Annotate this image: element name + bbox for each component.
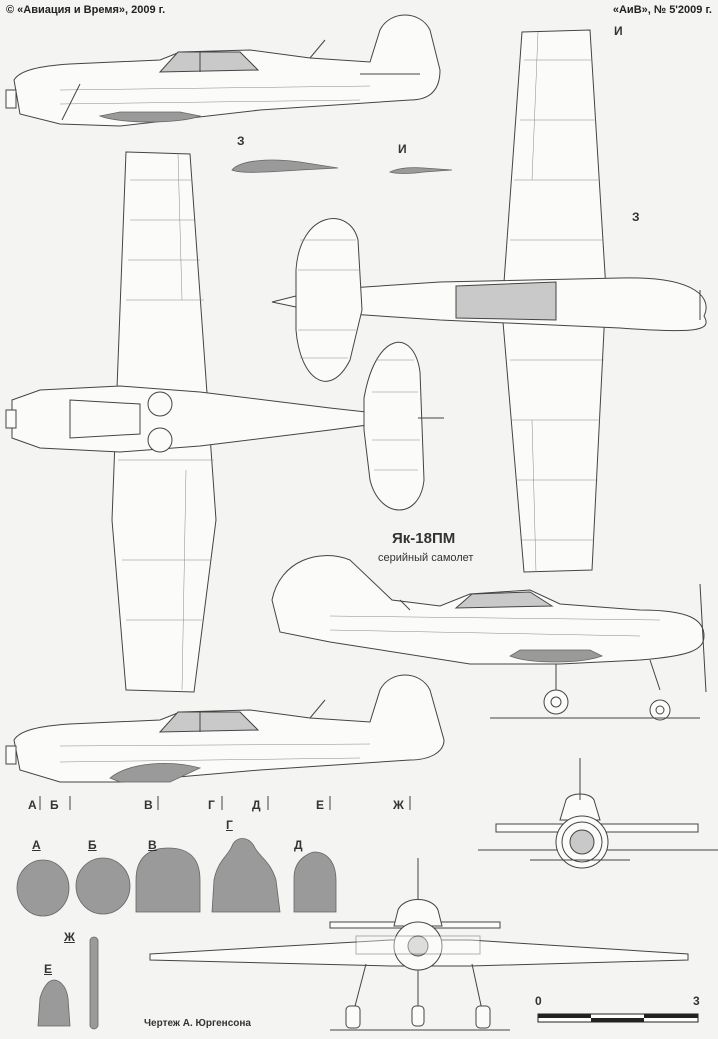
cross-section-shapes: [16, 838, 337, 1030]
cross-section-e-label: Е: [44, 962, 53, 976]
cross-section-e: [37, 979, 71, 1027]
section-z-label: З: [237, 134, 245, 148]
aircraft-subtitle: серийный самолет: [378, 552, 474, 564]
scale-bar: [537, 1013, 699, 1023]
cross-section-zh: [89, 936, 99, 1030]
cross-section-b: [75, 857, 131, 915]
cross-section-g-label: Г: [226, 818, 233, 832]
side-view-middle: [271, 555, 707, 721]
scale-start-label: 0: [535, 994, 542, 1008]
issue-header: «АиВ», № 5'2009 г.: [612, 4, 712, 16]
aircraft-title: Як-18ПМ: [392, 530, 456, 547]
cross-section-d-label: Д: [294, 838, 303, 852]
front-view-large: [149, 858, 689, 1031]
section-i-label: И: [398, 142, 407, 156]
plan-view-right: [271, 29, 707, 573]
section-row-a: А: [28, 798, 37, 812]
section-row-b: Б: [50, 798, 59, 812]
drawing-credit: Чертеж А. Юргенсона: [144, 1018, 251, 1029]
cross-section-b-label: Б: [88, 838, 97, 852]
cross-section-g: [211, 838, 281, 913]
cross-section-v: [135, 847, 201, 913]
cross-section-zh-label: Ж: [64, 930, 75, 944]
section-row-v: В: [144, 798, 153, 812]
front-view-small: [478, 758, 718, 869]
section-row-e: Е: [316, 798, 325, 812]
copyright-header: © «Авиация и Время», 2009 г.: [6, 4, 166, 16]
section-i-right-label: И: [614, 24, 623, 38]
section-ticks: [39, 796, 411, 810]
section-z-right-label: З: [632, 210, 640, 224]
airfoil-section-i: [388, 167, 453, 174]
section-row-d: Д: [252, 798, 261, 812]
cross-section-a: [16, 859, 70, 917]
airfoil-section-z: [231, 159, 339, 173]
section-row-g: Г: [208, 798, 215, 812]
side-view-bottom: [5, 674, 445, 783]
cross-section-a-label: А: [32, 838, 41, 852]
cross-section-d: [293, 851, 337, 913]
section-row-zh: Ж: [393, 798, 404, 812]
plan-view-left: [5, 151, 444, 693]
side-view-top: [5, 14, 441, 127]
cross-section-v-label: В: [148, 838, 157, 852]
scale-end-label: 3: [693, 994, 700, 1008]
